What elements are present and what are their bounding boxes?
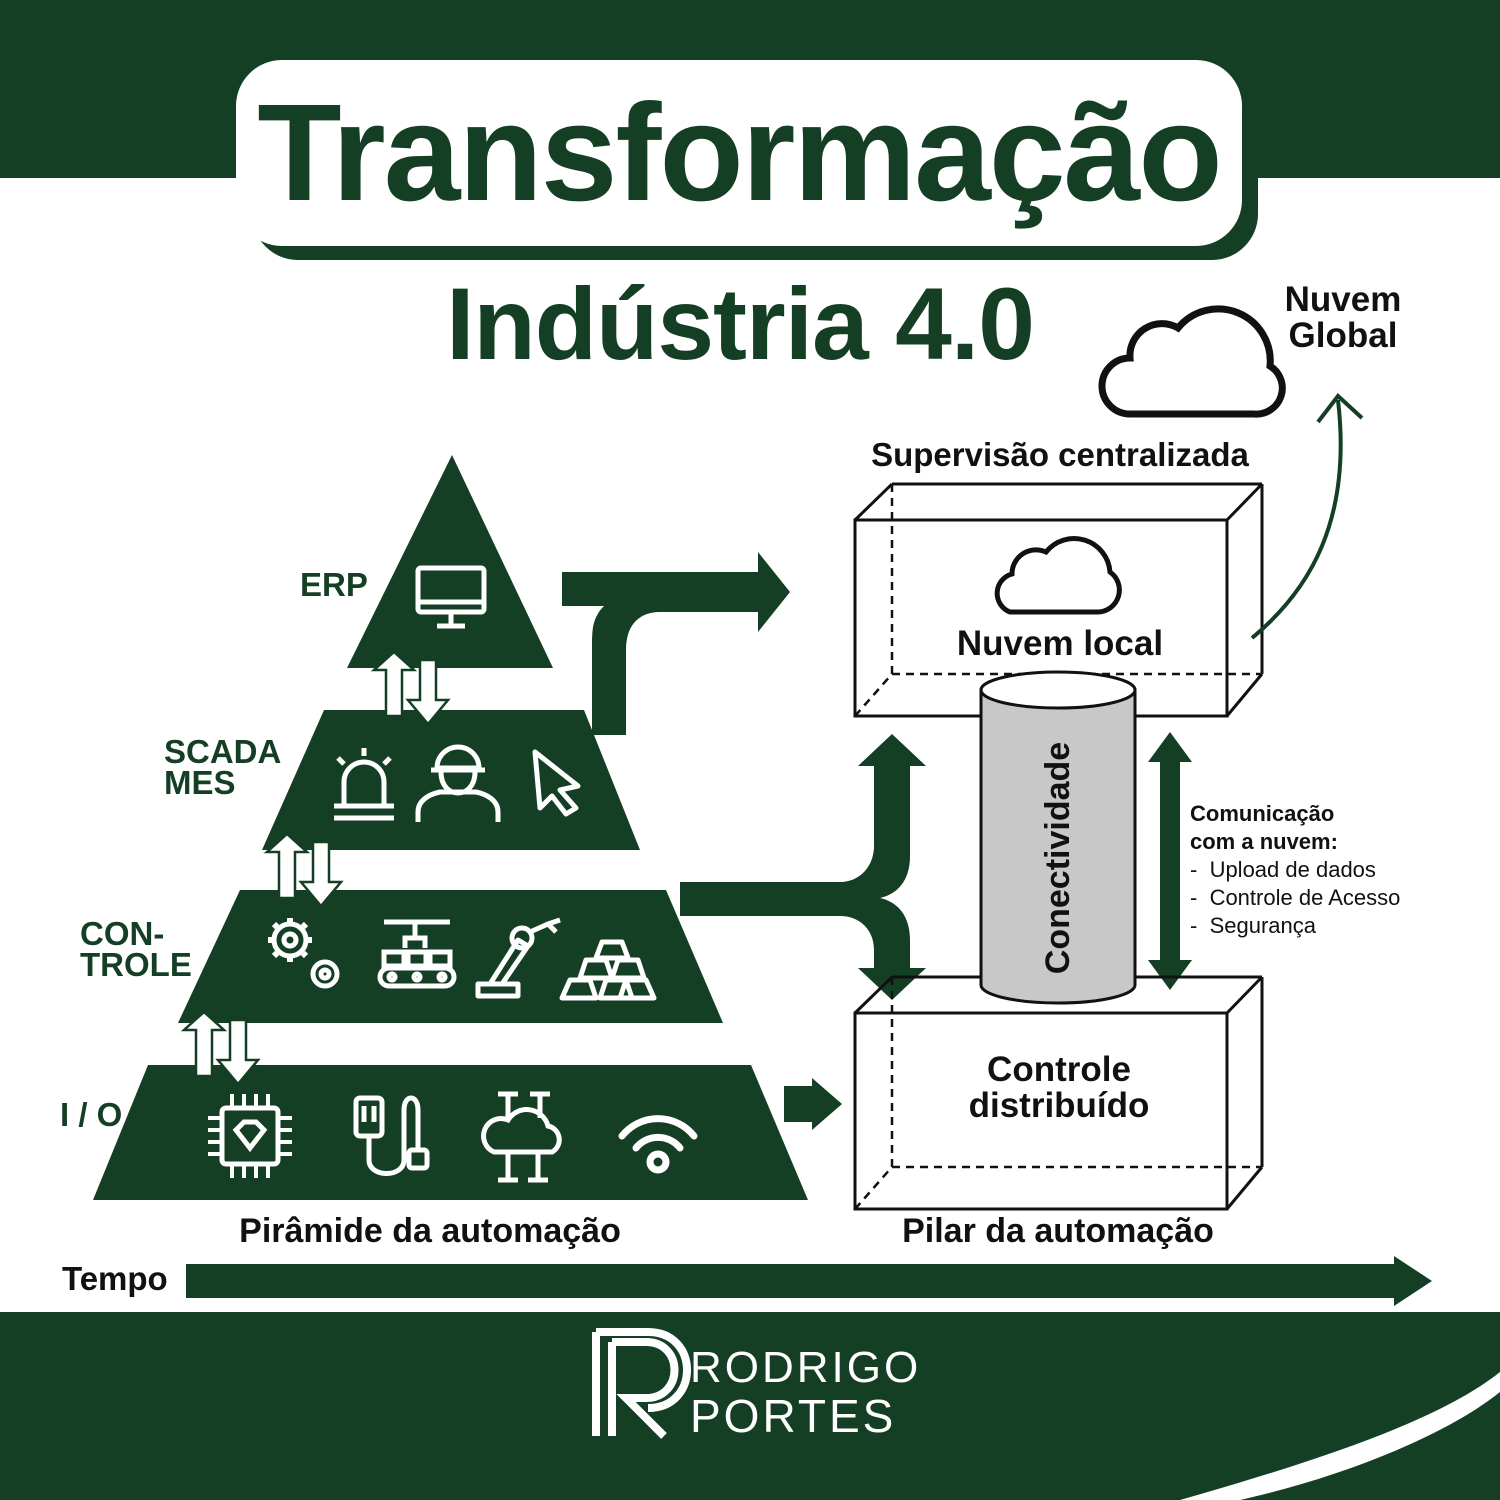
global-cloud-line1: Nuvem: [1284, 280, 1402, 319]
level-label-trole: TROLE: [80, 946, 192, 983]
communication-item: Upload de dados: [1190, 856, 1490, 884]
brand-monogram: [592, 1328, 691, 1439]
pyramid-level-scada-mes: [262, 710, 640, 850]
scada-to-supervision-arrow: [562, 552, 790, 735]
local-cloud-label: Nuvem local: [956, 624, 1164, 663]
page-title: Transformação: [257, 76, 1222, 230]
distributed-control-line1: Controle: [987, 1050, 1131, 1089]
comm-double-arrow: [1148, 732, 1192, 990]
title-box: [236, 60, 1242, 246]
level-label-io: I / O: [60, 1096, 123, 1133]
global-cloud-label: Nuvem Global: [1268, 282, 1418, 354]
erp-scada-arrow: [370, 650, 451, 726]
distributed-control-box: [853, 975, 1264, 1211]
worker-icon: [415, 744, 501, 822]
pyramid-caption: Pirâmide da automação: [239, 1212, 621, 1250]
level-label-erp: ERP: [300, 566, 368, 603]
communication-notes: Comunicação com a nuvem: Upload de dados…: [1190, 800, 1490, 940]
robot-arm-icon: [475, 917, 561, 999]
time-arrow: [186, 1256, 1432, 1306]
flow-arrows: [186, 552, 1432, 1306]
footer-swoosh: [1180, 1372, 1500, 1500]
global-cloud-line2: Global: [1288, 316, 1398, 355]
pyramid-level-erp: [347, 455, 553, 668]
level-label-mes: MES: [164, 764, 236, 801]
to-global-cloud-arrowhead: [1316, 393, 1364, 424]
supervision-label: Supervisão centralizada: [871, 436, 1249, 473]
brand-line1: RODRIGO: [690, 1343, 922, 1392]
distributed-control-label: Controle distribuído: [900, 1052, 1218, 1124]
scada-controle-arrow: [263, 832, 344, 908]
local-cloud-icon: [994, 536, 1122, 615]
controle-io-arrow: [180, 1010, 261, 1086]
chip-icon: [208, 1094, 292, 1178]
global-cloud-icon: [1098, 305, 1286, 418]
wifi-icon: [618, 1115, 698, 1174]
level-label-con: CON-: [80, 915, 165, 952]
to-global-cloud-arrow: [1250, 399, 1343, 640]
communication-list: Upload de dados Controle de Acesso Segur…: [1190, 856, 1490, 940]
pyramid-level-arrows: [180, 650, 451, 1086]
pyramid-level-io: [93, 1065, 808, 1200]
communication-item: Controle de Acesso: [1190, 884, 1490, 912]
connectivity-cylinder: [979, 670, 1137, 1005]
footer-band: [0, 1312, 1500, 1500]
cursor-icon: [532, 749, 581, 817]
monitor-icon: [415, 565, 487, 629]
level-label-scada: SCADA: [164, 733, 282, 770]
conveyor-icon: [377, 919, 457, 989]
gold-bars-icon: [559, 939, 657, 1001]
distributed-control-line2: distribuído: [968, 1086, 1150, 1125]
brand-name: RODRIGO PORTES: [690, 1343, 922, 1442]
page-subtitle: Indústria 4.0: [446, 267, 1035, 381]
gears-icon: [268, 918, 340, 989]
communication-title-line2: com a nuvem:: [1190, 829, 1338, 854]
communication-item: Segurança: [1190, 912, 1490, 940]
connectivity-label: Conectividade: [1039, 741, 1077, 975]
controle-split-arrow: [680, 734, 926, 1000]
plug-icon: [353, 1095, 430, 1176]
alarm-light-icon: [334, 748, 394, 821]
io-to-control-arrow: [784, 1078, 842, 1130]
pillar-caption: Pilar da automação: [902, 1212, 1214, 1250]
brand-line2: PORTES: [690, 1390, 897, 1442]
cloud-network-icon: [481, 1091, 562, 1183]
communication-title-line1: Comunicação: [1190, 801, 1335, 826]
time-label: Tempo: [62, 1260, 168, 1297]
